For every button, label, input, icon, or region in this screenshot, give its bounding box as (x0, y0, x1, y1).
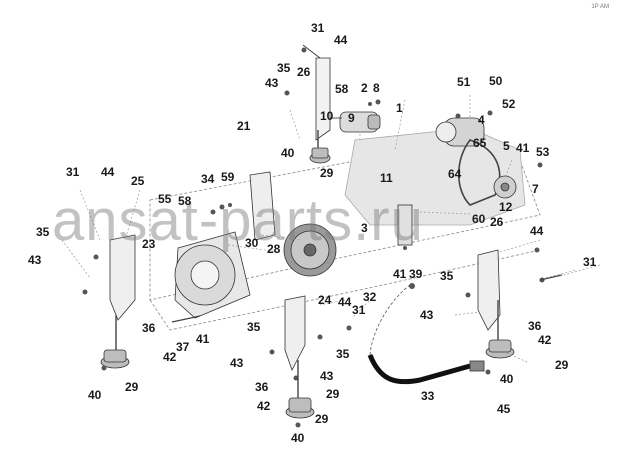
callout-label: 36 (142, 321, 156, 335)
callout-label: 21 (237, 119, 251, 133)
callout-label: 7 (532, 182, 539, 196)
callout-label: 43 (420, 308, 434, 322)
callout-label: 9 (348, 111, 355, 125)
callout-label: 3 (361, 221, 368, 235)
callout-label: 29 (125, 380, 139, 394)
callout-label: 23 (142, 237, 156, 251)
callout-label: 44 (101, 165, 115, 179)
fitting-bracket (397, 204, 413, 246)
callout-label: 33 (421, 389, 435, 403)
front-left-bracket (109, 234, 136, 321)
callout-label: 26 (297, 65, 311, 79)
bolts (82, 47, 545, 428)
callout-label: 58 (178, 194, 192, 208)
callout-label: 43 (230, 356, 244, 370)
callout-label: 37 (176, 340, 190, 354)
callout-label: 34 (201, 172, 215, 186)
callout-label: 11 (380, 171, 393, 185)
callout-label: 31 (583, 255, 597, 269)
callout-label: 26 (490, 215, 504, 229)
hose-line (367, 354, 471, 385)
callout-label: 42 (257, 399, 271, 413)
callout-label: 36 (528, 319, 542, 333)
right-rear-bracket (477, 249, 501, 331)
callout-label: 40 (500, 372, 514, 386)
callout-label: 59 (221, 170, 235, 184)
callout-label: 40 (281, 146, 295, 160)
callout-label: 53 (536, 145, 550, 159)
corner-mark: 1P AM (591, 4, 609, 10)
callout-label: 44 (530, 224, 544, 238)
callout-label: 30 (245, 236, 259, 250)
callout-label: 44 (338, 295, 352, 309)
callout-label: 39 (409, 267, 423, 281)
leader-lines (61, 95, 601, 363)
callout-label: 41 (196, 332, 210, 346)
callout-label: 35 (440, 269, 454, 283)
callout-label: 36 (255, 380, 269, 394)
callout-label: 52 (502, 97, 516, 111)
callout-label: 40 (88, 388, 102, 402)
rubber-mount-top (309, 147, 331, 164)
flywheel (283, 223, 337, 277)
callout-label: 29 (320, 166, 334, 180)
callout-label: 43 (320, 369, 334, 383)
callout-label: 64 (448, 167, 462, 181)
callout-label: 42 (163, 350, 177, 364)
callout-label: 65 (473, 136, 487, 150)
callout-label: 40 (291, 431, 305, 445)
callout-label: 42 (538, 333, 552, 347)
callout-label: 60 (472, 212, 486, 226)
callout-label: 29 (555, 358, 569, 372)
callout-label: 35 (247, 320, 261, 334)
rubber-mount-center (285, 397, 315, 419)
callout-label: 12 (499, 200, 513, 214)
starter-motor (330, 111, 381, 133)
callout-label: 29 (315, 412, 329, 426)
callout-label: 24 (318, 293, 332, 307)
callout-label: 41 (516, 141, 530, 155)
callout-label: 35 (277, 61, 291, 75)
bolt-shafts (115, 130, 563, 398)
watermark-text: ansat-parts.ru (52, 188, 424, 253)
bottom-center-bracket (284, 295, 306, 372)
callout-label: 55 (158, 192, 172, 206)
callout-label: 32 (363, 290, 377, 304)
callout-label: 43 (265, 76, 279, 90)
callout-label: 44 (334, 33, 348, 47)
callout-label: 31 (66, 165, 80, 179)
left-engine-bracket (249, 171, 276, 241)
callout-label: 41 (393, 267, 407, 281)
alternator (435, 117, 485, 147)
callout-label: 43 (28, 253, 42, 267)
callout-label: 5 (503, 139, 510, 153)
callout-label: 35 (36, 225, 50, 239)
upper-bracket (315, 57, 331, 141)
callout-label: 28 (267, 242, 281, 256)
callout-label: 4 (478, 113, 485, 127)
callout-label: 29 (326, 387, 340, 401)
callout-label: 31 (311, 21, 325, 35)
callout-label: 1 (396, 101, 403, 115)
callout-label: 58 (335, 82, 349, 96)
callout-label: 45 (497, 402, 511, 416)
drive-belt (458, 139, 501, 206)
callout-label: 31 (352, 303, 366, 317)
rubber-mount-right (485, 339, 515, 359)
callout-label: 51 (457, 75, 471, 89)
flywheel-housing (174, 231, 251, 319)
callout-label: 35 (336, 347, 350, 361)
hose-fitting (469, 360, 485, 372)
callout-label: 8 (373, 81, 380, 95)
rubber-mount-left (100, 349, 130, 369)
callout-label: 25 (131, 174, 145, 188)
callout-label: 10 (320, 109, 334, 123)
callout-label: 2 (361, 81, 368, 95)
callout-label: 50 (489, 74, 503, 88)
